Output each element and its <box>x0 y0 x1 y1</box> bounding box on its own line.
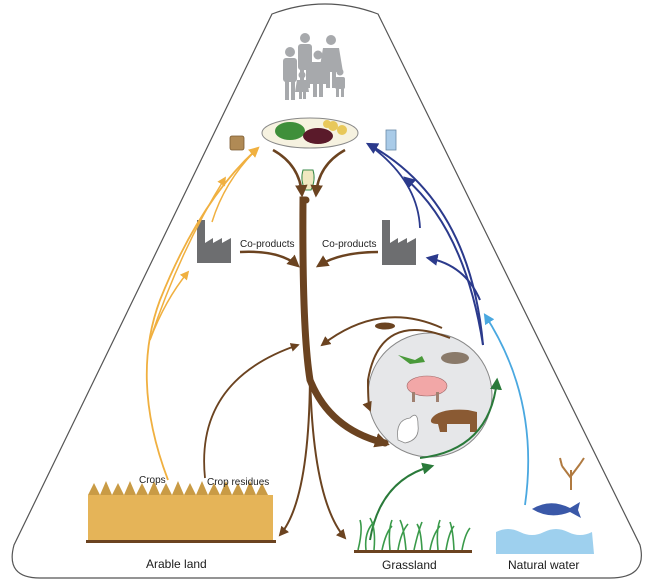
arrow-coproducts-left <box>239 250 300 268</box>
grass-icon <box>357 517 471 551</box>
coproducts-left-label: Co-products <box>240 239 295 250</box>
arrow-crops-to-bread <box>149 176 226 341</box>
food-plate-icon <box>261 117 359 149</box>
chicken-icon <box>397 414 419 444</box>
cow-icon <box>430 409 477 432</box>
arrow-crops-to-plate <box>145 146 260 481</box>
arrow-manure-cycle-inner <box>362 329 451 412</box>
arrow-grass-to-livestock <box>369 462 435 541</box>
arrow-trunk-to-grassland <box>309 369 347 540</box>
triangle-border <box>11 3 642 579</box>
factory-right-icon <box>382 220 416 265</box>
bread-icon <box>229 135 245 151</box>
grass-soil <box>354 550 472 553</box>
arrow-factory-to-plate-navy <box>367 143 421 229</box>
arrow-water-to-livestock <box>483 313 530 506</box>
arrow-livestock-to-milk <box>365 142 484 346</box>
arrow-crop-residues <box>203 343 300 479</box>
arable-land-label: Arable land <box>146 557 207 571</box>
manure-icon <box>375 322 395 330</box>
arrow-trunk-to-arable <box>278 369 311 537</box>
residue-trunk <box>299 196 389 447</box>
insect-icon <box>398 355 425 364</box>
arrow-livestock-green-cycle <box>419 377 503 459</box>
arrow-manure-cycle-outer <box>320 316 443 347</box>
water-waves-icon <box>496 529 594 554</box>
wheat-field-icon <box>86 481 276 543</box>
fish-tuna-icon <box>532 502 581 518</box>
fish-icon <box>441 352 469 364</box>
arrow-trunk-to-livestock <box>359 433 390 448</box>
family-icon <box>283 33 345 100</box>
factory-left-icon <box>197 220 231 263</box>
arrow-crops-to-factory <box>149 270 190 341</box>
crops-label: Crops <box>139 475 166 486</box>
coproducts-right-label: Co-products <box>322 239 377 250</box>
arrow-livestock-to-plate-via <box>403 176 484 346</box>
coral-icon <box>559 457 585 490</box>
milk-carton-icon <box>385 129 397 151</box>
arrow-coproducts-right <box>315 250 379 268</box>
apple-core-icon <box>301 169 315 191</box>
grassland-label: Grassland <box>382 558 437 572</box>
arrow-livestock-to-factory <box>425 253 481 301</box>
pig-icon <box>406 375 448 402</box>
arrow-plate-waste-left <box>272 148 308 198</box>
arrow-plate-waste-right <box>310 148 346 198</box>
crop-residues-label: Crop residues <box>207 477 270 488</box>
arrow-factory-to-plate <box>211 147 259 223</box>
natural-water-label: Natural water <box>508 558 580 572</box>
